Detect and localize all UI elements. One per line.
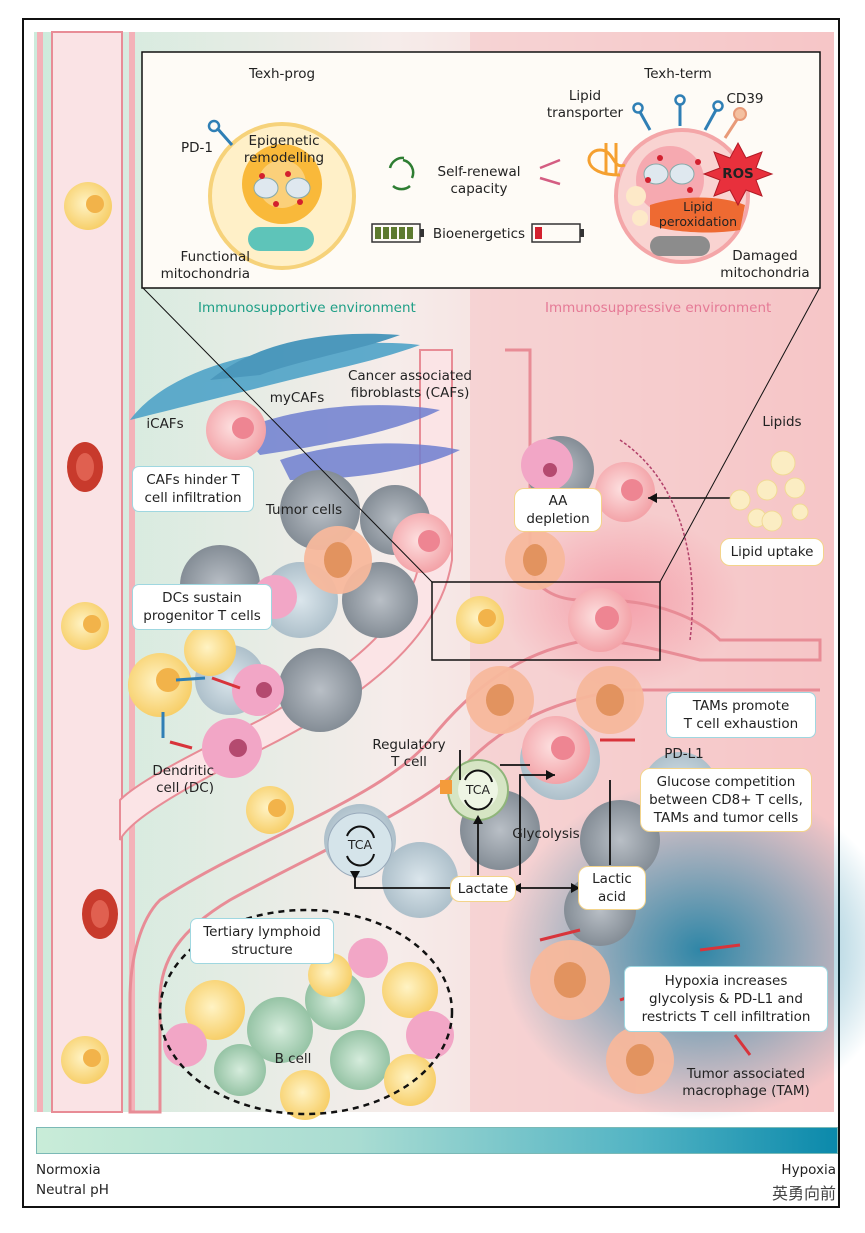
icafs-label: iCAFs [146, 416, 184, 432]
arrow-heads [350, 770, 580, 893]
blood-vessel-curve [119, 349, 453, 841]
red-blood-cell [91, 900, 109, 928]
tam-nuclei [324, 542, 654, 1076]
cd39-enzyme-head [733, 107, 747, 121]
cd39-enzyme-icon [723, 117, 740, 139]
pink-t-cell [568, 588, 632, 652]
pink-t-cell [522, 716, 590, 784]
tca-label-2: TCA [347, 837, 373, 852]
damaged-mito-label: Damaged mitochondria [720, 248, 810, 281]
suppressive-env-label: Immunosuppressive environment [545, 300, 772, 316]
cd39-receptor-heads [632, 94, 724, 114]
caf-hinder-box: CAFs hinder T cell infiltration [132, 466, 254, 512]
epigenetic-label: Epigenetic remodelling [243, 133, 325, 166]
pd1-receptor-icon [215, 127, 234, 146]
regulatory-t-label: Regulatory T cell [372, 737, 446, 770]
self-renewal-label: Self-renewal capacity [437, 164, 521, 197]
ros-label: ROS [722, 166, 754, 182]
lactic-acid-box: Lactic acid [578, 866, 646, 910]
tls-boundary [158, 908, 454, 1116]
cd39-label: CD39 [726, 91, 764, 107]
tams-promote-box: TAMs promote T cell exhaustion [666, 692, 816, 738]
texh-term-cell [614, 128, 750, 264]
tca-cycle-icon [346, 769, 493, 867]
red-blood-cell [76, 453, 94, 481]
pd1-receptors [161, 676, 206, 738]
tam-label: Tumor associated macrophage (TAM) [682, 1066, 810, 1099]
t-cell [184, 624, 236, 676]
oxygen-gradient-bar [36, 1127, 838, 1154]
neutral-ph-label: Neutral pH [36, 1182, 109, 1198]
battery-full-icon [371, 223, 424, 243]
self-renewal-icon-pink [539, 158, 561, 186]
battery-low-icon [531, 223, 584, 243]
supportive-env-label: Immunosupportive environment [198, 300, 416, 316]
tca-label-1: TCA [465, 782, 491, 797]
t-cell [61, 1036, 109, 1084]
zoom-line-left [141, 286, 433, 583]
pink-t-cell [392, 513, 452, 573]
lipid-peroxidation-label: Lipid peroxidation [658, 199, 738, 229]
lipid-transporter-icon [587, 143, 626, 177]
tls-box: Tertiary lymphoid structure [190, 918, 334, 964]
cafs-label: Cancer associated fibroblasts (CAFs) [347, 368, 473, 401]
mycafs-label: myCAFs [269, 390, 325, 406]
caf-cells [130, 333, 420, 420]
lipid-uptake-box: Lipid uptake [720, 538, 824, 566]
t-cell [128, 653, 192, 717]
lipid-droplets [729, 450, 809, 532]
b-cell-label: B cell [274, 1051, 312, 1067]
zoom-box [431, 581, 661, 661]
pd1-receptor-head [207, 119, 221, 133]
hypoxia-box: Hypoxia increases glycolysis & PD-L1 and… [624, 966, 828, 1032]
watermark: 英勇向前 [771, 1184, 836, 1203]
aa-depletion-box: AA depletion [514, 488, 602, 532]
lipid-transporter-label: Lipid transporter [546, 88, 624, 121]
pdl1-label: PD-L1 [664, 746, 704, 762]
dc-sustain-box: DCs sustain progenitor T cells [132, 584, 272, 630]
functional-mito-label: Functional mitochondria [160, 249, 250, 282]
texh-prog-cell [208, 122, 356, 270]
tls-cells [163, 938, 454, 1120]
normoxia-label: Normoxia [36, 1162, 101, 1178]
lipids-label: Lipids [762, 414, 802, 430]
glycolysis-label: Glycolysis [512, 826, 580, 842]
tca-cell [327, 812, 393, 878]
tumor-boundary [619, 439, 694, 641]
inset-left-title: Texh-prog [248, 66, 316, 82]
hypoxia-label: Hypoxia [781, 1162, 836, 1178]
blood-vessel-left [51, 31, 123, 1113]
pink-t-cell [595, 462, 655, 522]
t-cell [64, 182, 112, 230]
zoom-line-right [659, 286, 821, 583]
tumor-cells-label: Tumor cells [265, 502, 343, 518]
pd1-label: PD-1 [181, 140, 213, 156]
blood-vessel-right [128, 348, 822, 1114]
dc-label: Dendritic cell (DC) [152, 763, 214, 796]
pdl1-ligands [169, 676, 241, 750]
lipid-arrow-head [648, 493, 657, 503]
t-cell [246, 786, 294, 834]
vessel-wall-left [37, 32, 135, 1112]
t-cell [61, 602, 109, 650]
t-cell [456, 596, 504, 644]
pink-t-cell [206, 400, 266, 460]
glucose-competition-box: Glucose competition between CD8+ T cells… [640, 768, 812, 832]
self-renewal-icon-green [388, 156, 415, 191]
ros-burst-icon [702, 141, 774, 207]
bioenergetics-label: Bioenergetics [432, 226, 526, 242]
lactate-box: Lactate [450, 876, 516, 902]
cd39-receptors [638, 104, 718, 131]
dc-nuclei [229, 463, 557, 757]
inset-right-title: Texh-term [644, 66, 712, 82]
